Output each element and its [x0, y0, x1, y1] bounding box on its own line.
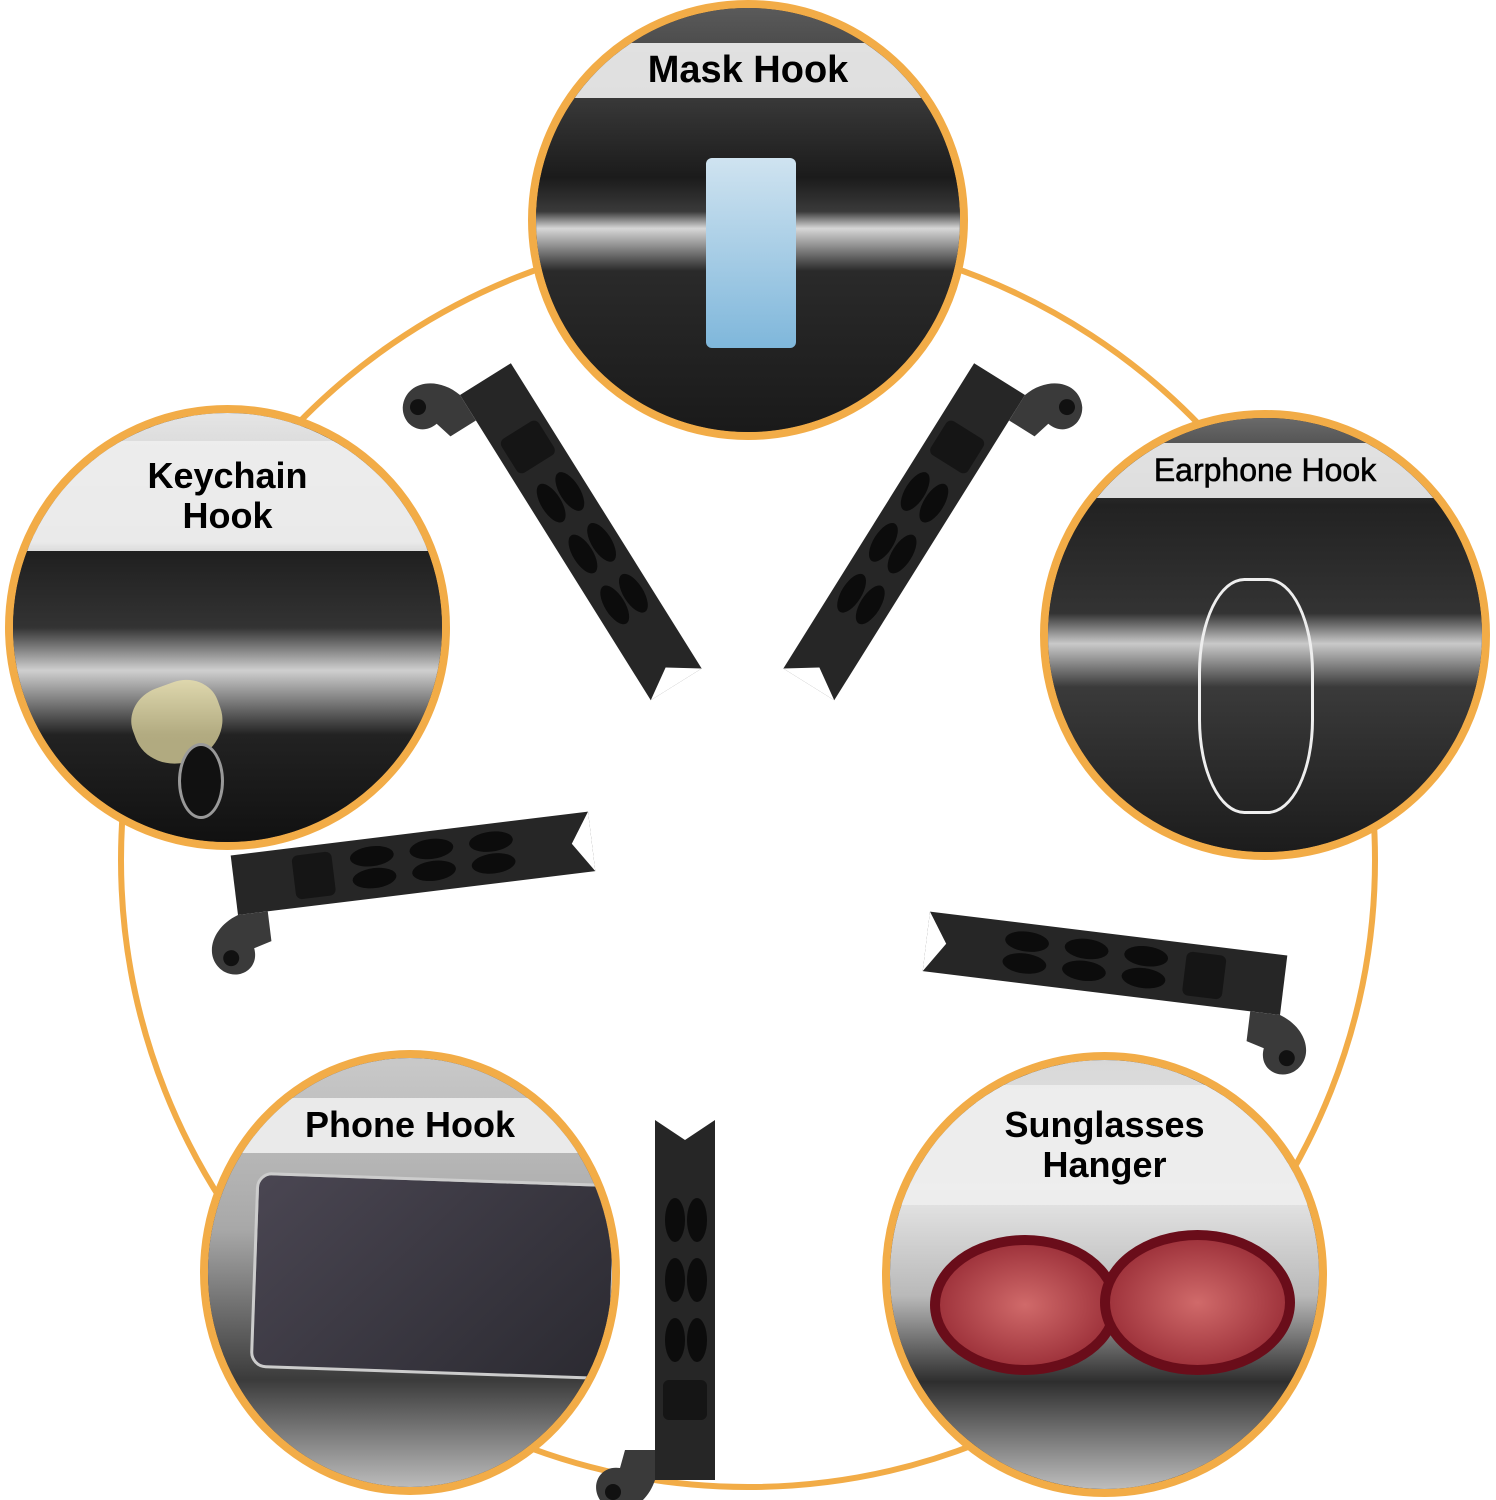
hook-piece-bottom — [596, 1120, 715, 1500]
face-mask-illustration — [706, 158, 796, 348]
hook-piece-top-right — [783, 337, 1092, 732]
sunglasses-label-line2: Hanger — [1042, 1144, 1167, 1185]
earphone-cable-illustration — [1198, 578, 1314, 814]
sunglasses-right-lens — [1100, 1230, 1295, 1375]
keychain-label-line2: Hook — [182, 495, 273, 536]
earphone-hook-label: Earphone Hook — [1153, 451, 1377, 488]
phone-hook-photo: Phone Hook — [200, 1050, 620, 1495]
mask-hook-photo: Mask Hook — [528, 0, 968, 440]
phone-hook-label: Phone Hook — [304, 1104, 515, 1146]
earphone-hook-photo: Earphone Hook — [1040, 410, 1490, 860]
mask-hook-label: Mask Hook — [647, 49, 849, 92]
hook-piece-right — [915, 911, 1318, 1078]
keychain-label-line1: Keychain — [147, 454, 308, 496]
keychain-fob-illustration — [178, 743, 224, 819]
hook-piece-top-left — [393, 337, 702, 732]
sunglasses-label-line1: Sunglasses — [1004, 1103, 1205, 1145]
keychain-hook-photo: Keychain Hook — [5, 405, 450, 850]
hook-piece-left — [200, 811, 603, 978]
sunglasses-hanger-photo: Sunglasses Hanger — [882, 1052, 1327, 1497]
